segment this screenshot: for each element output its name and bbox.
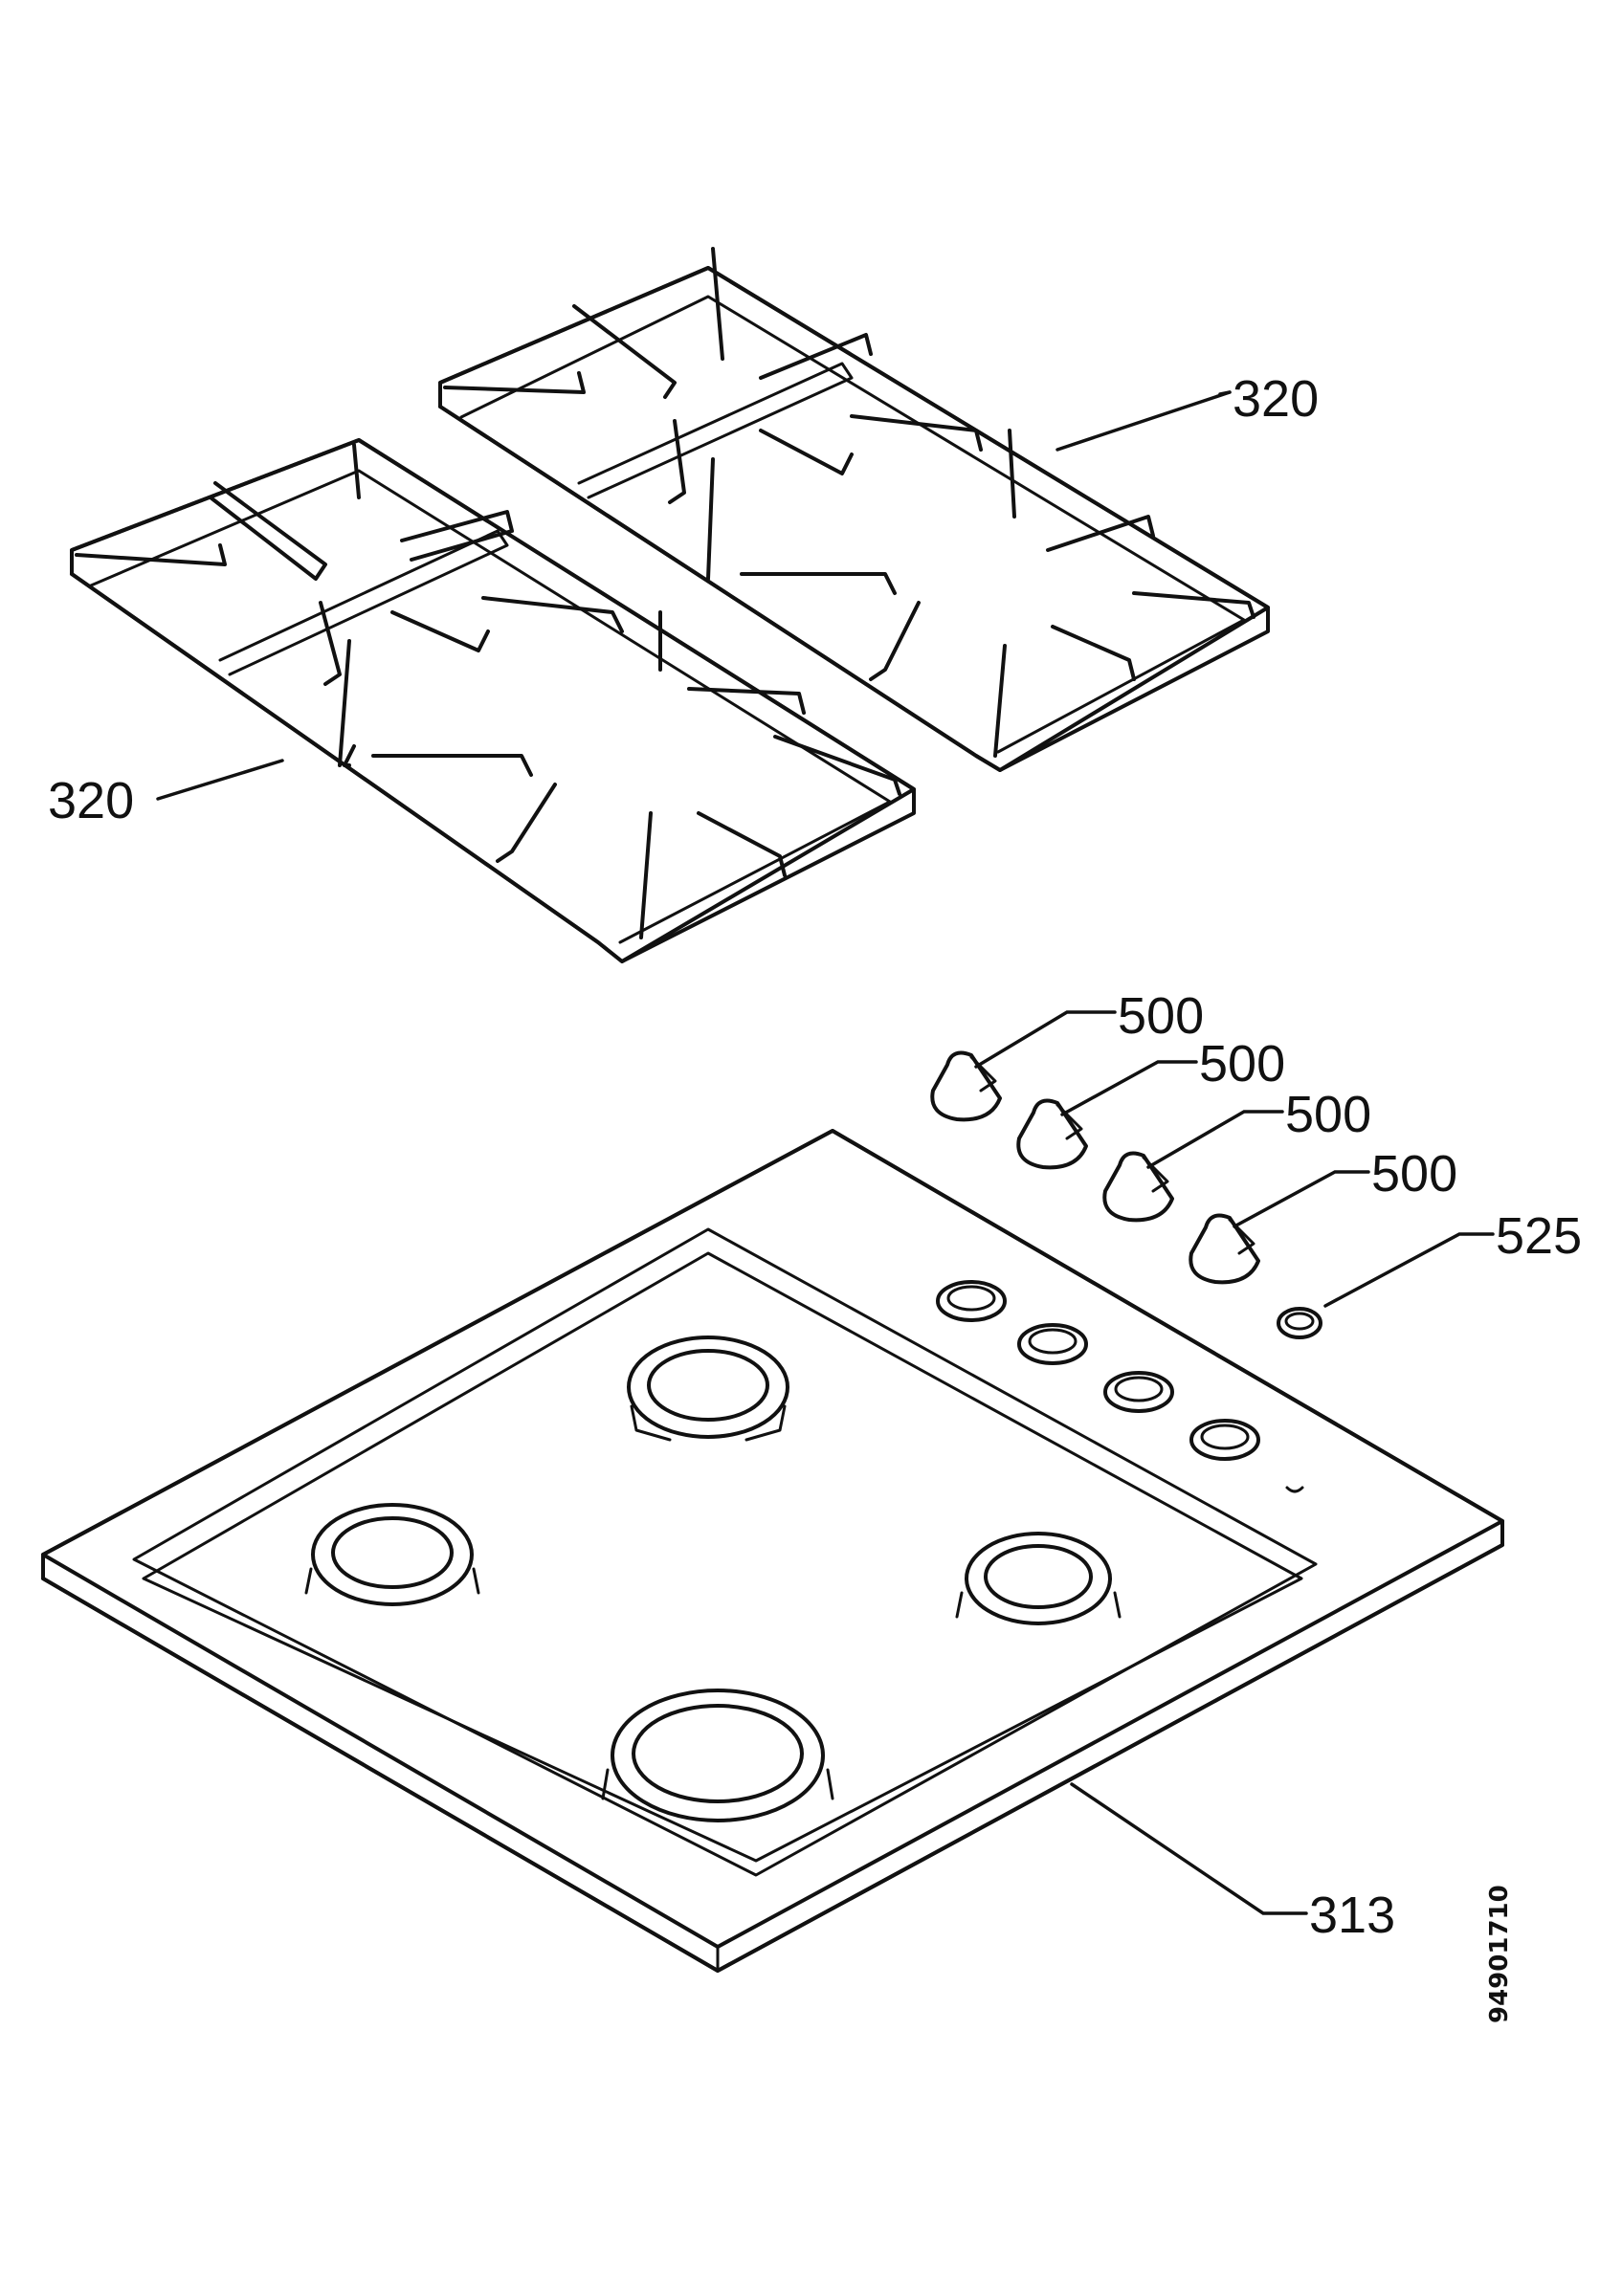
grate-left [70, 438, 916, 963]
knob-1 [930, 1050, 1002, 1122]
leader-knob-2 [1060, 1060, 1198, 1116]
grate-right [438, 247, 1270, 772]
callout-knob-4: 500 [1371, 1145, 1457, 1203]
knob-3 [1102, 1151, 1174, 1223]
callout-hob-top: 313 [1309, 1887, 1395, 1944]
leader-knob-4 [1233, 1170, 1370, 1228]
ignition-button [1277, 1307, 1322, 1339]
leader-grate-left [156, 759, 284, 801]
control-holes [936, 1280, 1304, 1493]
leader-ignition-button [1323, 1232, 1495, 1308]
callout-ignition-button: 525 [1496, 1207, 1582, 1265]
burner-front [601, 1689, 834, 1822]
document-id: 94901710 [1485, 1885, 1514, 2023]
leader-grate-right-2 [1218, 390, 1232, 396]
hob-top [41, 1129, 1504, 1973]
callout-grate-right: 320 [1233, 370, 1319, 428]
callout-knob-1: 500 [1118, 987, 1204, 1045]
callout-grate-left: 320 [48, 772, 134, 829]
burner-right [955, 1532, 1122, 1625]
callout-knob-3: 500 [1285, 1086, 1371, 1143]
leader-hob-top [1070, 1782, 1308, 1915]
knob-4 [1189, 1213, 1260, 1285]
leader-grate-right [1055, 390, 1232, 452]
callout-knob-2: 500 [1199, 1035, 1285, 1093]
knob-2 [1016, 1098, 1088, 1170]
leader-knob-3 [1146, 1110, 1284, 1169]
burner-left [304, 1503, 480, 1606]
leader-knob-1 [974, 1010, 1117, 1069]
burner-rear-left [627, 1336, 789, 1442]
